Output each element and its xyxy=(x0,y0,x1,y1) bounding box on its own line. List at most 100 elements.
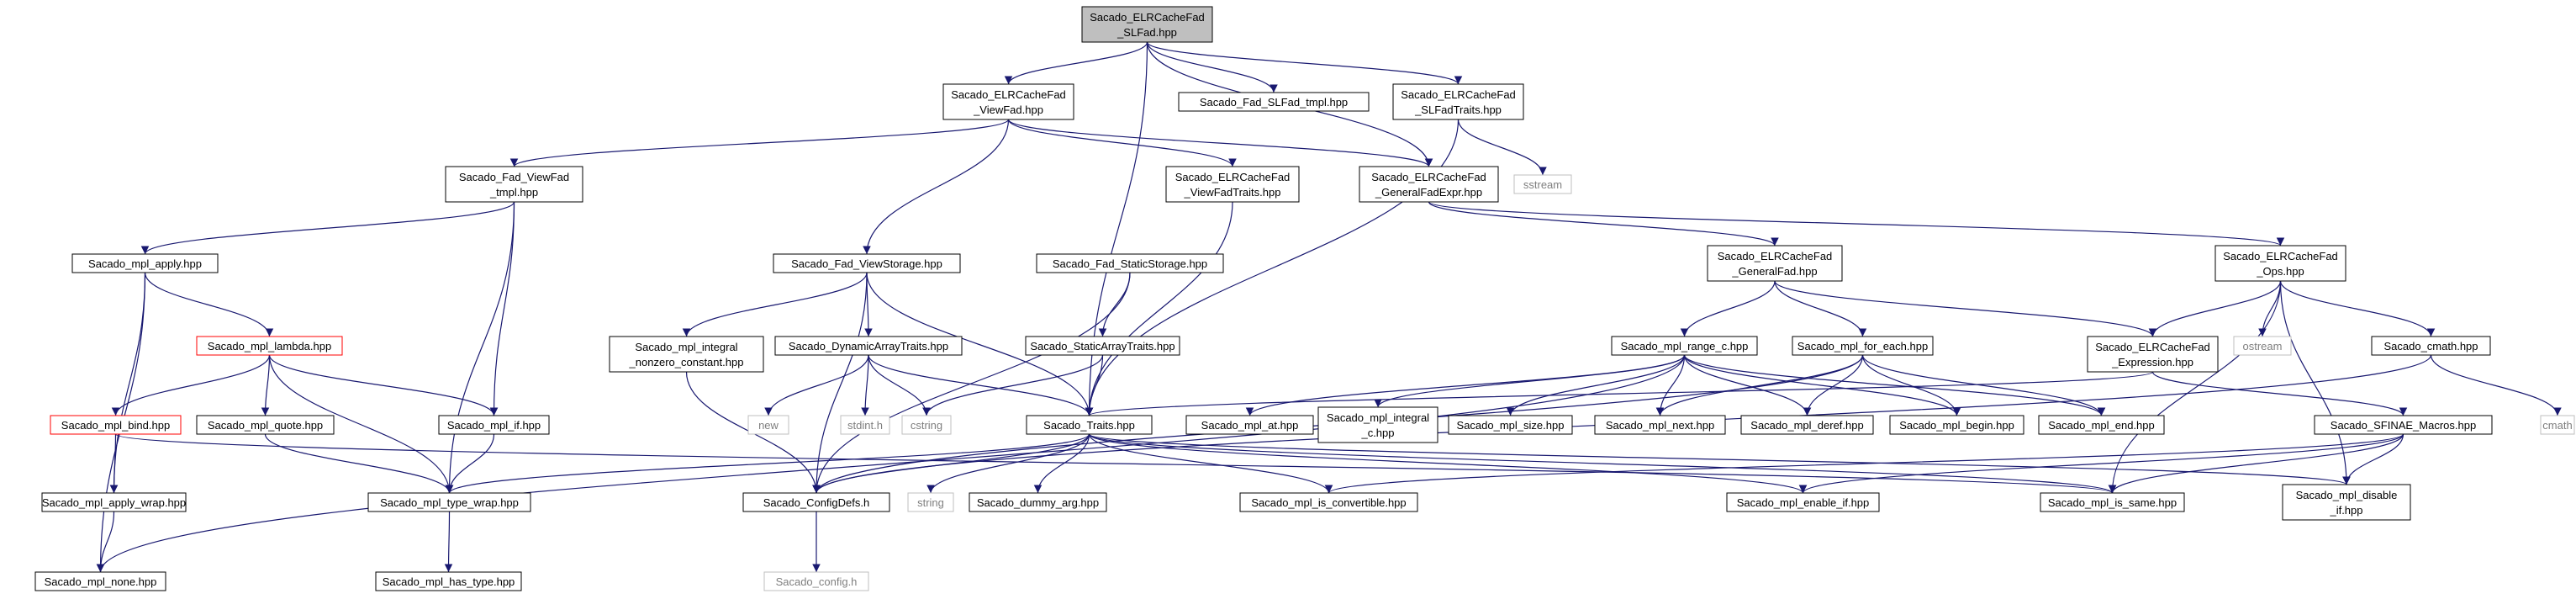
node-ostream[interactable]: ostream xyxy=(2233,336,2292,356)
node-label-mpl_disable_if-0: Sacado_mpl_disable xyxy=(2296,489,2398,501)
node-root[interactable]: Sacado_ELRCacheFad_SLFad.hpp xyxy=(1081,6,1213,43)
node-label-mpl_if-0: Sacado_mpl_if.hpp xyxy=(447,419,541,432)
node-label-root-1: _SLFad.hpp xyxy=(1116,26,1177,39)
node-label-ops-0: Sacado_ELRCacheFad xyxy=(2223,250,2338,262)
edge-mpl_range_c-to-mpl_begin xyxy=(1683,354,1961,416)
node-cstring[interactable]: cstring xyxy=(901,415,952,435)
edge-staticarraytraits-to-cstring xyxy=(922,354,1104,416)
edge-mpl_range_c-to-mpl_integral_c xyxy=(1374,354,1686,408)
node-ops[interactable]: Sacado_ELRCacheFad_Ops.hpp xyxy=(2214,245,2346,282)
node-label-mpl_range_c-0: Sacado_mpl_range_c.hpp xyxy=(1621,340,1749,353)
node-mpl_size[interactable]: Sacado_mpl_size.hpp xyxy=(1448,415,1573,435)
nodes-layer: Sacado_ELRCacheFad_SLFad.hppSacado_ELRCa… xyxy=(34,6,2575,591)
node-label-mpl_bind-0: Sacado_mpl_bind.hpp xyxy=(61,419,170,432)
edge-staticstorage-to-configdefs xyxy=(812,272,1131,494)
node-mpl_none[interactable]: Sacado_mpl_none.hpp xyxy=(34,571,166,591)
node-mpl_for_each[interactable]: Sacado_mpl_for_each.hpp xyxy=(1792,336,1934,356)
node-mpl_range_c[interactable]: Sacado_mpl_range_c.hpp xyxy=(1611,336,1758,356)
edge-traits-to-mpl_is_convertible xyxy=(1088,433,1333,494)
node-label-mpl_none-0: Sacado_mpl_none.hpp xyxy=(45,575,157,588)
node-viewfad[interactable]: Sacado_ELRCacheFad_ViewFad.hpp xyxy=(942,83,1074,120)
node-mpl_is_same[interactable]: Sacado_mpl_is_same.hpp xyxy=(2040,492,2185,512)
node-viewfad_tmpl[interactable]: Sacado_Fad_ViewFad_tmpl.hpp xyxy=(445,166,583,203)
node-label-expression-0: Sacado_ELRCacheFad xyxy=(2095,341,2210,353)
node-mpl_next[interactable]: Sacado_mpl_next.hpp xyxy=(1594,415,1726,435)
node-mpl_type_wrap[interactable]: Sacado_mpl_type_wrap.hpp xyxy=(367,492,531,512)
node-mpl_if[interactable]: Sacado_mpl_if.hpp xyxy=(438,415,550,435)
node-box-generalfad xyxy=(1707,245,1843,282)
node-label-mpl_quote-0: Sacado_mpl_quote.hpp xyxy=(208,419,323,432)
node-label-config-0: Sacado_config.h xyxy=(776,575,858,588)
node-label-mpl_apply-0: Sacado_mpl_apply.hpp xyxy=(88,257,202,270)
node-mpl_apply[interactable]: Sacado_mpl_apply.hpp xyxy=(71,253,219,273)
node-cmath_hpp[interactable]: Sacado_cmath.hpp xyxy=(2371,336,2491,356)
edge-mpl_bind-to-mpl_apply_wrap xyxy=(109,433,119,494)
node-box-configdefs xyxy=(742,492,890,512)
node-dummy_arg[interactable]: Sacado_dummy_arg.hpp xyxy=(969,492,1107,512)
node-staticarraytraits[interactable]: Sacado_StaticArrayTraits.hpp xyxy=(1025,336,1180,356)
node-label-mpl_has_type-0: Sacado_mpl_has_type.hpp xyxy=(383,575,515,588)
node-label-ostream-0: ostream xyxy=(2243,340,2283,353)
node-stdint[interactable]: stdint.h xyxy=(840,415,890,435)
node-label-mpl_is_convertible-0: Sacado_mpl_is_convertible.hpp xyxy=(1251,496,1406,509)
node-cmath[interactable]: cmath xyxy=(2540,415,2575,435)
node-mpl_has_type[interactable]: Sacado_mpl_has_type.hpp xyxy=(375,571,522,591)
node-box-mpl_type_wrap xyxy=(367,492,531,512)
node-traits[interactable]: Sacado_Traits.hpp xyxy=(1026,415,1153,435)
node-label-new-0: new xyxy=(758,419,779,432)
node-config[interactable]: Sacado_config.h xyxy=(763,571,869,591)
node-viewstorage[interactable]: Sacado_Fad_ViewStorage.hpp xyxy=(773,253,961,273)
edge-mpl_range_c-to-mpl_at xyxy=(1245,354,1686,416)
node-sstream[interactable]: sstream xyxy=(1513,174,1572,194)
edge-mpl_if-to-mpl_type_wrap xyxy=(445,433,495,494)
node-string[interactable]: string xyxy=(907,492,954,512)
node-mpl_disable_if[interactable]: Sacado_mpl_disable_if.hpp xyxy=(2282,484,2411,521)
node-mpl_integral_c[interactable]: Sacado_mpl_integral_c.hpp xyxy=(1317,406,1438,443)
edge-root-to-slfadtraits xyxy=(1146,41,1463,85)
node-mpl_quote[interactable]: Sacado_mpl_quote.hpp xyxy=(196,415,335,435)
node-label-expression-1: _Expression.hpp xyxy=(2111,356,2193,368)
node-expression[interactable]: Sacado_ELRCacheFad _Expression.hpp xyxy=(2087,336,2219,373)
edge-mpl_apply_wrap-to-mpl_none xyxy=(96,511,115,573)
edge-viewfad_tmpl-to-mpl_if xyxy=(489,201,515,416)
node-label-slfadtraits-0: Sacado_ELRCacheFad xyxy=(1401,88,1516,101)
node-box-mpl_disable_if xyxy=(2282,484,2411,521)
node-mpl_end[interactable]: Sacado_mpl_end.hpp xyxy=(2038,415,2165,435)
node-mpl_lambda[interactable]: Sacado_mpl_lambda.hpp xyxy=(196,336,343,356)
node-mpl_at[interactable]: Sacado_mpl_at.hpp xyxy=(1185,415,1314,435)
node-mpl_enable_if[interactable]: Sacado_mpl_enable_if.hpp xyxy=(1726,492,1880,512)
node-box-mpl_is_same xyxy=(2040,492,2185,512)
node-slfadtraits[interactable]: Sacado_ELRCacheFad _SLFadTraits.hpp xyxy=(1392,83,1524,120)
node-box-expression xyxy=(2087,336,2219,373)
node-configdefs[interactable]: Sacado_ConfigDefs.h xyxy=(742,492,890,512)
node-viewfadtraits[interactable]: Sacado_ELRCacheFad_ViewFadTraits.hpp xyxy=(1165,166,1300,203)
node-label-cstring-0: cstring xyxy=(911,419,942,432)
edge-cmath_hpp-to-cmath xyxy=(2430,354,2562,416)
node-mpl_bind[interactable]: Sacado_mpl_bind.hpp xyxy=(50,415,182,435)
edge-dynarraytraits-to-traits xyxy=(868,354,1094,416)
edge-viewfad-to-generalfadexpr xyxy=(1007,119,1433,167)
node-generalfadexpr[interactable]: Sacado_ELRCacheFad_GeneralFadExpr.hpp xyxy=(1359,166,1499,203)
node-box-mpl_at xyxy=(1185,415,1314,435)
node-mpl_integral_nz[interactable]: Sacado_mpl_integral_nonzero_constant.hpp xyxy=(609,336,764,373)
node-mpl_is_convertible[interactable]: Sacado_mpl_is_convertible.hpp xyxy=(1239,492,1418,512)
node-generalfad[interactable]: Sacado_ELRCacheFad_GeneralFad.hpp xyxy=(1707,245,1843,282)
node-sfinae[interactable]: Sacado_SFINAE_Macros.hpp xyxy=(2314,415,2493,435)
edge-sfinae-to-mpl_is_same xyxy=(2108,433,2404,494)
node-box-mpl_has_type xyxy=(375,571,522,591)
edge-sfinae-to-mpl_disable_if xyxy=(2342,433,2404,485)
node-dynarraytraits[interactable]: Sacado_DynamicArrayTraits.hpp xyxy=(774,336,963,356)
node-new[interactable]: new xyxy=(747,415,789,435)
edge-sfinae-to-mpl_enable_if xyxy=(1798,433,2404,494)
node-mpl_begin[interactable]: Sacado_mpl_begin.hpp xyxy=(1889,415,2024,435)
node-staticstorage[interactable]: Sacado_Fad_StaticStorage.hpp xyxy=(1036,253,1224,273)
edge-viewfadtraits-to-traits xyxy=(1085,201,1233,416)
node-mpl_deref[interactable]: Sacado_mpl_deref.hpp xyxy=(1740,415,1874,435)
edge-mpl_range_c-to-mpl_deref xyxy=(1683,354,1812,416)
node-mpl_apply_wrap[interactable]: Sacado_mpl_apply_wrap.hpp xyxy=(41,492,187,512)
edge-traits-to-mpl_is_same xyxy=(1088,433,2116,494)
node-slfad_tmpl[interactable]: Sacado_Fad_SLFad_tmpl.hpp xyxy=(1178,92,1370,112)
node-box-string xyxy=(907,492,954,512)
node-label-slfadtraits-1: _SLFadTraits.hpp xyxy=(1414,103,1502,116)
node-label-mpl_lambda-0: Sacado_mpl_lambda.hpp xyxy=(208,340,331,353)
